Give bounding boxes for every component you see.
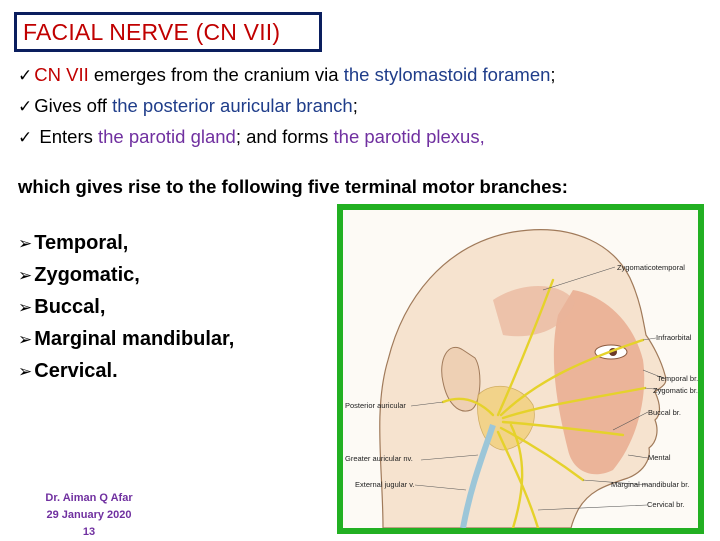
branch-item-buccal: ➢Buccal, [18,296,106,318]
bullet-text: Gives off [34,95,113,116]
branch-list: ➢Temporal, ➢Zygomatic, ➢Buccal, ➢Margina… [18,228,234,388]
bullet-item: ✓CN VII emerges from the cranium via the… [18,60,708,91]
label-buccal-branch: Buccal br. [648,408,681,417]
bullet-text: the posterior auricular branch [112,95,353,116]
bullet-text: emerges from the cranium via [88,64,344,85]
muscle-region [493,285,575,337]
bullet-list: ✓CN VII emerges from the cranium via the… [18,60,708,153]
branch-item-temporal: ➢Temporal, [18,232,129,254]
arrow-bullet-icon: ➢ [18,298,33,318]
check-icon: ✓ [18,97,33,117]
label-marginal-mandibular-branch: Marginal mandibular br. [611,480,690,489]
bullet-text: ; [352,95,358,116]
label-zygomaticotemporal: Zygomaticotemporal [617,263,685,272]
label-zygomatic-branch: Zygomatic br. [653,386,699,395]
label-mental: Mental [648,453,671,462]
arrow-bullet-icon: ➢ [18,266,33,286]
label-leader-lines [410,266,664,511]
bullet-item: ✓ Enters the parotid gland; and forms th… [18,122,708,153]
label-infraorbital: Infraorbital [656,333,692,342]
bullet-text: ; [550,64,556,85]
check-icon: ✓ [18,128,33,148]
bullet-text: ; and forms [235,126,334,147]
branch-item-zygomatic: ➢Zygomatic, [18,264,140,286]
bullet-text: the parotid gland [98,126,236,147]
label-temporal-branch: Temporal br. [657,374,699,383]
branch-item-cervical: ➢Cervical. [18,360,118,382]
nerve-branches [441,278,647,528]
bullet-text: the parotid plexus, [333,126,485,147]
branches-intro: which gives rise to the following five t… [18,176,568,197]
label-external-jugular: External jugular v. [355,480,415,489]
check-icon: ✓ [18,66,33,86]
slide-title-box: FACIAL NERVE (CN VII) [14,12,322,52]
bullet-text: CN VII [34,64,89,85]
arrow-bullet-icon: ➢ [18,362,33,382]
footer-date: 29 January 2020 [46,509,132,521]
external-jugular-vein [460,424,496,528]
bullet-text: the stylomastoid foramen [343,64,551,85]
label-posterior-auricular: Posterior auricular [345,401,406,410]
footer-page-number: 13 [82,526,96,538]
footer-author: Dr. Aiman Q Afar [45,492,133,504]
ear-shape [441,347,481,412]
arrow-bullet-icon: ➢ [18,330,33,350]
facial-nerve-illustration: Zygomaticotemporal Infraorbital Temporal… [337,204,704,534]
slide-title: FACIAL NERVE (CN VII) [23,18,281,45]
slide-footer: Dr. Aiman Q Afar 29 January 2020 13 [30,490,148,541]
bullet-item: ✓Gives off the posterior auricular branc… [18,91,708,122]
branch-item-marginal-mandibular: ➢Marginal mandibular, [18,328,235,350]
label-greater-auricular: Greater auricular nv. [345,454,413,463]
label-cervical-branch: Cervical br. [647,500,685,509]
bullet-text: Enters [34,126,98,147]
head-illustration [379,229,667,528]
arrow-bullet-icon: ➢ [18,234,33,254]
